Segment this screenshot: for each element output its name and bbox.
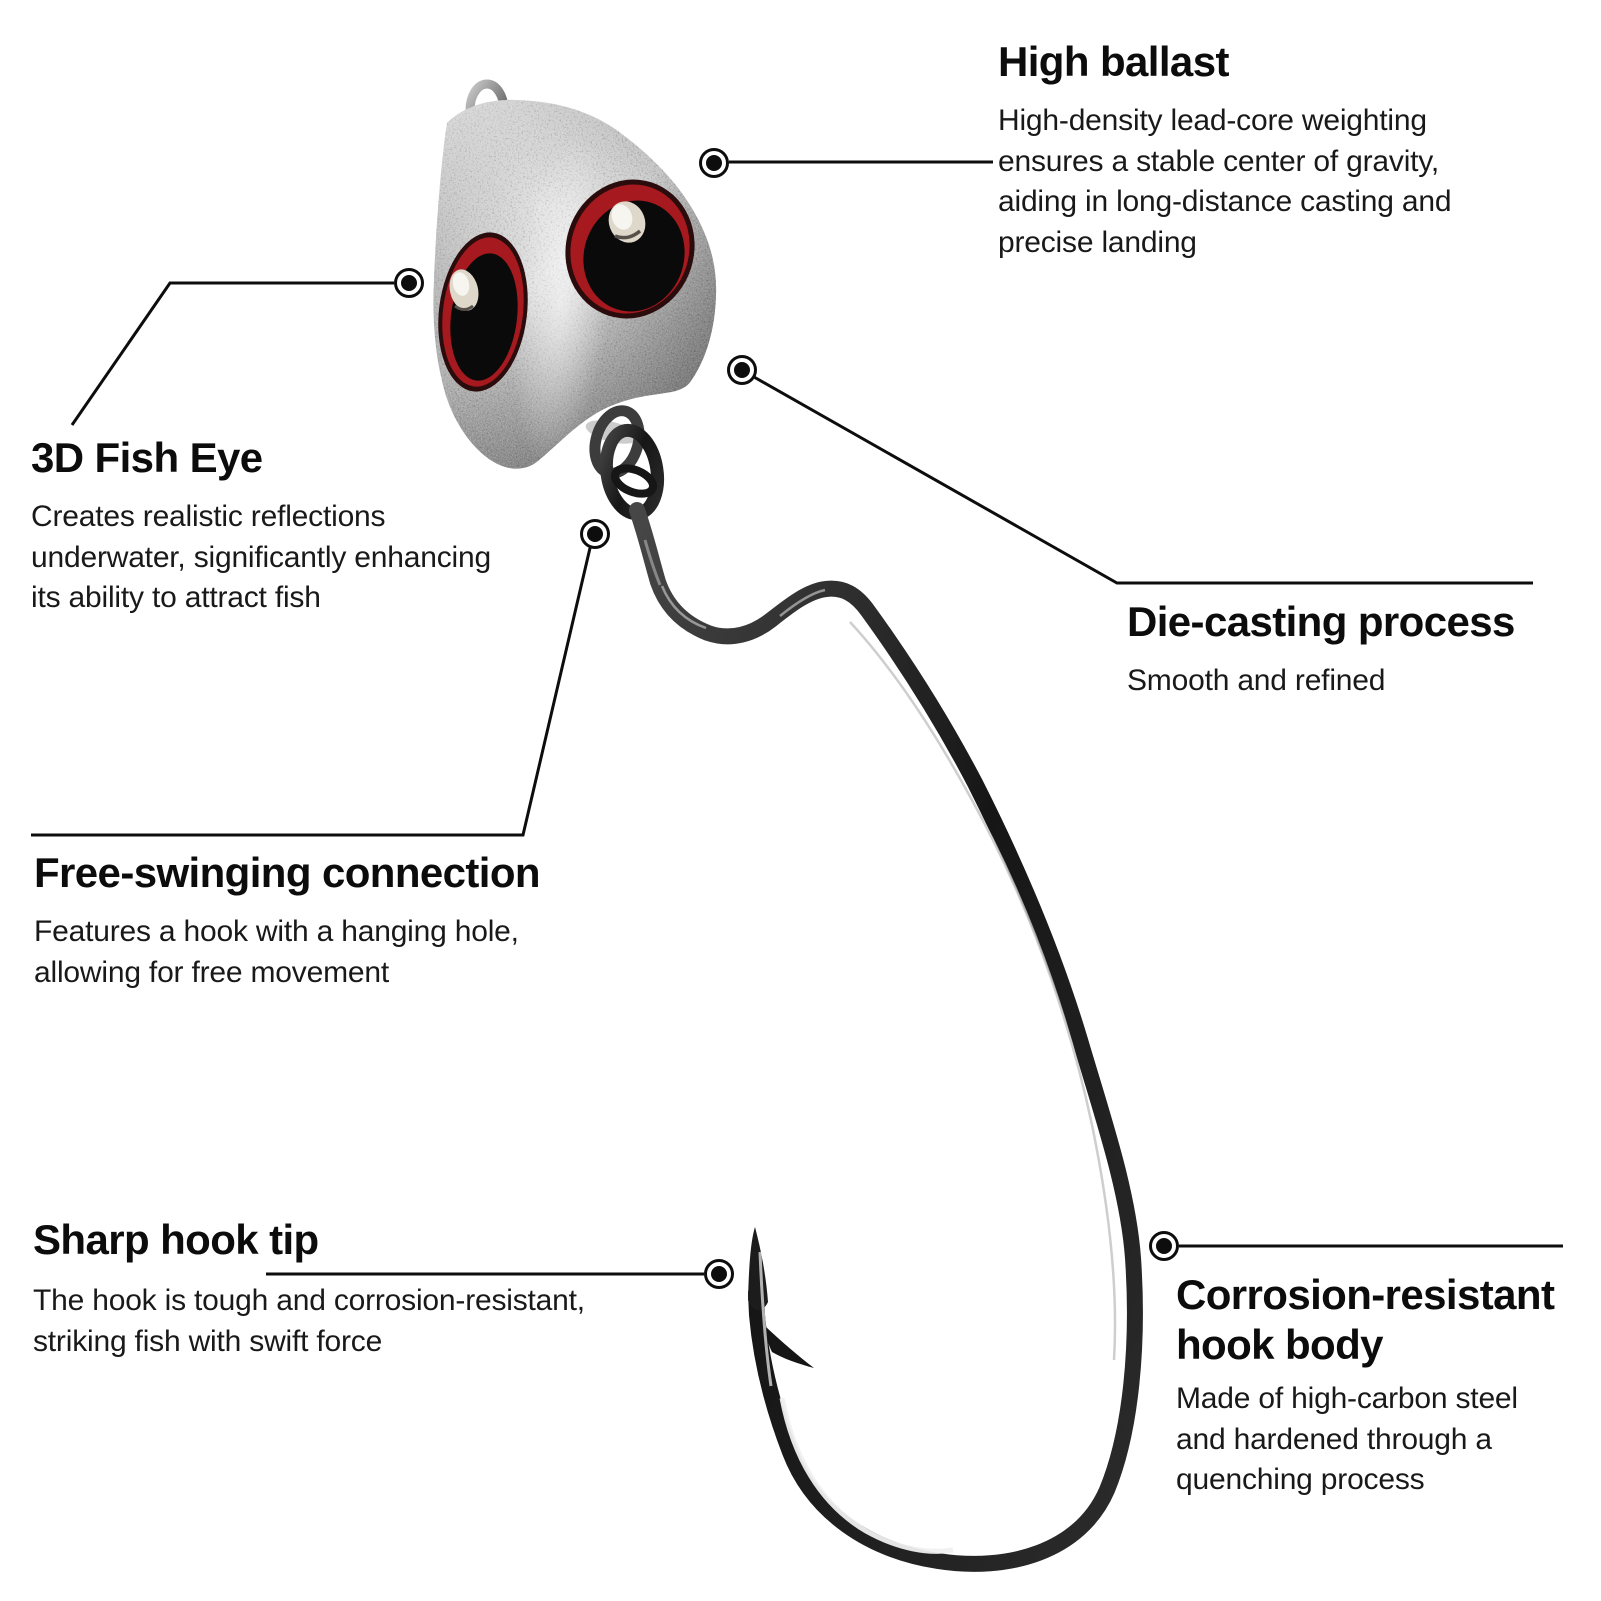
hook-wire	[629, 502, 1143, 1572]
callout-body-line: aiding in long-distance casting and	[998, 185, 1452, 218]
callout-body-line: its ability to attract fish	[31, 581, 321, 614]
marker-dot-icon	[1156, 1238, 1172, 1254]
marker-dot-icon	[711, 1266, 727, 1282]
callout-corrosion-resistant-hook-body: Corrosion-resistant hook body Made of hi…	[1176, 1270, 1555, 1501]
callout-sharp-hook-tip: Sharp hook tip The hook is tough and cor…	[33, 1215, 585, 1362]
callout-body-line: striking fish with swift force	[33, 1324, 383, 1358]
callout-body-line: High-density lead-core weighting	[998, 104, 1427, 137]
callout-body-line: underwater, significantly enhancing	[31, 540, 491, 574]
callout-body-line: Features a hook with a hanging hole,	[34, 915, 519, 948]
callout-body-line: ensures a stable center of gravity,	[998, 144, 1440, 178]
callout-body-line: quenching process	[1176, 1463, 1425, 1496]
callout-body-line: precise landing	[998, 225, 1197, 259]
callout-title-line: Corrosion-resistant	[1176, 1271, 1555, 1318]
marker-sharp-hook-tip	[704, 1259, 734, 1289]
eye-pearl-glint	[611, 204, 633, 230]
fish-eye-lower	[438, 232, 528, 392]
hook-eye-wrap	[611, 464, 657, 498]
callout-3d-fish-eye: 3D Fish Eye Creates realistic reflection…	[31, 433, 491, 619]
callout-high-ballast: High ballast High-density lead-core weig…	[998, 37, 1452, 263]
callout-body-line: Smooth and refined	[1127, 664, 1386, 697]
hook-sheen-zbend-1	[660, 585, 707, 630]
callout-title: Free-swinging connection	[34, 849, 541, 896]
hook-sheen-zbend-2	[779, 588, 826, 617]
eye-pearl-streak	[614, 229, 642, 240]
marker-3d-fish-eye	[394, 268, 424, 298]
callout-title: Die-casting process	[1127, 598, 1515, 645]
marker-high-ballast	[699, 148, 729, 178]
callout-body: Smooth and refined	[1127, 661, 1515, 702]
callout-body-line: Creates realistic reflections	[31, 500, 386, 533]
hook-sheen-shank	[643, 539, 662, 586]
marker-dot-icon	[706, 155, 722, 171]
leader-lines	[31, 160, 1563, 1276]
hook-barb	[766, 1327, 814, 1368]
hook-sheen-bottom	[779, 1397, 954, 1554]
hook-group	[585, 405, 1143, 1572]
leader-line-3d-fish-eye	[70, 281, 394, 426]
callout-title: Sharp hook tip	[33, 1216, 319, 1263]
callout-body: Features a hook with a hanging hole, all…	[34, 912, 540, 993]
callout-title: High ballast	[998, 38, 1229, 85]
eye-pearl-streak	[454, 304, 474, 311]
leader-line-die-casting	[753, 375, 1533, 585]
hook-sheen-point	[758, 1251, 773, 1387]
callout-title: 3D Fish Eye	[31, 434, 263, 481]
callout-body-line: The hook is tough and corrosion-resistan…	[33, 1284, 585, 1317]
eye-pupil	[583, 200, 685, 312]
marker-free-swinging	[580, 519, 610, 549]
fish-eye-upper	[565, 179, 695, 319]
marker-dot-icon	[587, 526, 603, 542]
callout-title-line: hook body	[1176, 1321, 1384, 1368]
marker-die-casting	[727, 355, 757, 385]
marker-dot-icon	[401, 275, 417, 291]
marker-dot-icon	[734, 362, 750, 378]
eye-pearl-glint	[452, 272, 470, 296]
callout-body-line: Made of high-carbon steel	[1176, 1382, 1518, 1415]
hook-sheen-bend	[849, 621, 1117, 1361]
callout-body: High-density lead-core weighting ensures…	[998, 101, 1452, 263]
callout-body: The hook is tough and corrosion-resistan…	[33, 1281, 585, 1362]
callout-body: Creates realistic reflections underwater…	[31, 497, 491, 619]
leader-line-free-swinging	[31, 547, 592, 837]
callout-free-swinging-connection: Free-swinging connection Features a hook…	[34, 848, 541, 993]
callout-body: Made of high-carbon steel and hardened t…	[1176, 1379, 1554, 1501]
callout-body-line: and hardened through a	[1176, 1422, 1492, 1456]
callout-die-casting-process: Die-casting process Smooth and refined	[1127, 597, 1515, 702]
callout-body-line: allowing for free movement	[34, 955, 389, 989]
hook-point	[748, 1227, 768, 1311]
marker-corrosion-resistant	[1149, 1231, 1179, 1261]
